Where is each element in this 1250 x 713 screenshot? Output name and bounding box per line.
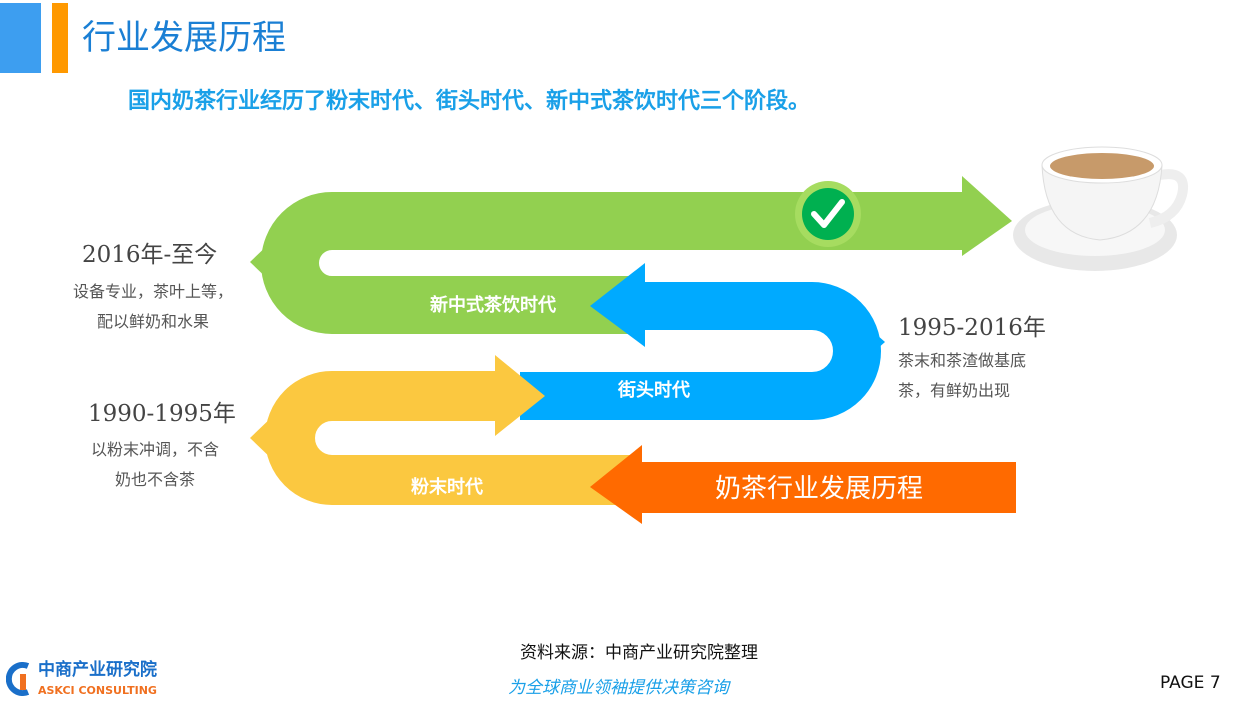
desc-line: 以粉末冲调，不含 (90, 440, 219, 459)
stage-label-powder: 粉末时代 (411, 477, 483, 498)
green-band (261, 192, 965, 334)
yellow-band (265, 371, 640, 505)
tea-cup-icon (1013, 146, 1188, 271)
yellow-arrowhead (495, 355, 545, 436)
check-icon (795, 181, 861, 247)
orange-arrowhead (590, 445, 642, 524)
period-1995: 1995-2016年 (898, 315, 1046, 341)
desc-line: 设备专业，茶叶上等， (72, 282, 233, 301)
blue-band (520, 282, 881, 420)
desc-line: 茶，有鲜奶出现 (898, 381, 1011, 400)
slogan: 为全球商业领袖提供决策咨询 (508, 678, 729, 698)
page-number: PAGE 7 (1160, 673, 1221, 693)
page-title: 行业发展历程 (82, 18, 286, 58)
desc-line: 茶末和茶渣做基底 (898, 351, 1027, 370)
title-accent-orange (52, 3, 68, 73)
page-subtitle: 国内奶茶行业经历了粉末时代、街头时代、新中式茶饮时代三个阶段。 (128, 89, 811, 114)
stage-label-new-tea: 新中式茶饮时代 (430, 295, 556, 316)
logo-text-en: ASKCI CONSULTING (38, 684, 157, 697)
stage-label-street: 街头时代 (618, 380, 690, 401)
source-note: 资料来源：中商产业研究院整理 (520, 643, 758, 663)
logo-icon (6, 662, 30, 696)
desc-1995: 茶末和茶渣做基底 茶，有鲜奶出现 (898, 346, 1026, 406)
blue-marker (860, 320, 885, 364)
desc-line: 配以鲜奶和水果 (96, 312, 209, 331)
green-marker (250, 238, 275, 286)
period-1990: 1990-1995年 (88, 401, 236, 427)
desc-line: 奶也不含茶 (114, 470, 195, 489)
title-accent-blue (0, 3, 41, 73)
logo-text-cn: 中商产业研究院 (38, 660, 157, 680)
banner-label: 奶茶行业发展历程 (715, 474, 924, 504)
orange-banner-body (638, 462, 1016, 513)
yellow-marker (250, 414, 275, 462)
blue-arrowhead (590, 263, 645, 347)
period-2016: 2016年-至今 (82, 242, 218, 268)
desc-2016: 设备专业，茶叶上等， 配以鲜奶和水果 (62, 277, 244, 337)
desc-1990: 以粉末冲调，不含 奶也不含茶 (75, 435, 235, 495)
green-arrowhead (962, 176, 1012, 256)
